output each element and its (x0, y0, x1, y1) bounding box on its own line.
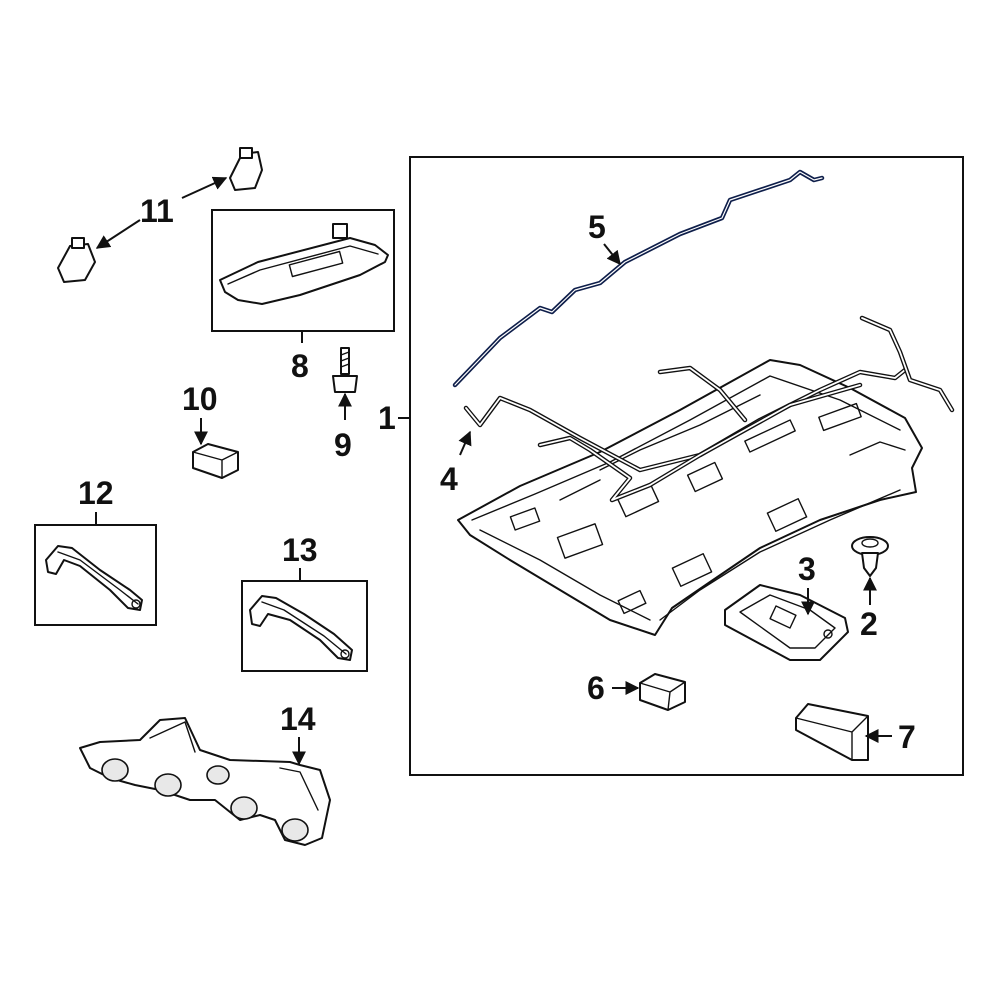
part-2-clip[interactable] (851, 536, 889, 577)
callout-3: 3 (798, 551, 816, 587)
callout-8: 8 (291, 348, 309, 384)
leader-11b (95, 219, 141, 249)
callout-4: 4 (440, 461, 458, 497)
callout-2: 2 (860, 606, 878, 642)
part-11-clip-upper[interactable] (229, 147, 263, 191)
callout-11: 11 (140, 193, 174, 229)
part-10-block[interactable] (192, 443, 239, 479)
part-13-grab-handle[interactable] (249, 595, 353, 661)
callout-9: 9 (334, 427, 352, 463)
part-12-grab-handle[interactable] (45, 545, 143, 611)
headliner-group-frame (409, 156, 964, 776)
callout-1: 1 (378, 400, 396, 436)
callout-5: 5 (588, 209, 606, 245)
part-4-harness[interactable] (463, 315, 955, 503)
part-8-sun-visor[interactable] (219, 223, 389, 305)
leader-5 (603, 243, 621, 266)
callout-13: 13 (282, 532, 318, 568)
part-3-lamp-housing[interactable] (724, 584, 849, 661)
part-7-pad[interactable] (795, 703, 869, 761)
callout-10: 10 (182, 381, 218, 417)
part-9-screw[interactable] (332, 347, 358, 393)
part-5-hose[interactable] (452, 169, 825, 388)
leader-11a (181, 176, 228, 199)
part-11-clip-lower[interactable] (57, 237, 96, 283)
part-13-frame (241, 580, 368, 672)
part-6-block[interactable] (639, 673, 686, 711)
part-14-bracket[interactable] (79, 717, 331, 846)
leader-4 (458, 430, 472, 456)
callout-6: 6 (587, 670, 605, 706)
callout-14: 14 (280, 701, 316, 737)
callout-12: 12 (78, 475, 114, 511)
callout-7: 7 (898, 719, 916, 755)
part-1-headliner[interactable] (457, 359, 923, 636)
